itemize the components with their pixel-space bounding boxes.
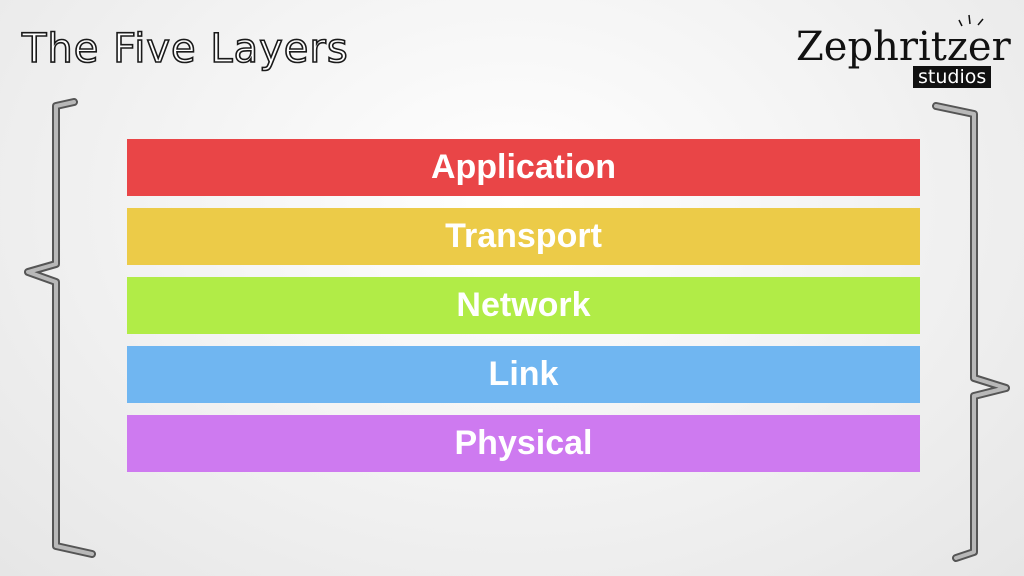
left-brace-icon — [24, 98, 96, 558]
layer-link: Link — [127, 346, 920, 403]
layer-label: Application — [430, 148, 617, 186]
layer-physical: Physical — [127, 415, 920, 472]
slide-title: The Five Layers — [21, 25, 349, 73]
layer-network: Network — [127, 277, 920, 334]
logo-spark-icon — [958, 14, 984, 27]
layer-label: Transport — [445, 217, 602, 255]
layer-stack: Application Transport Network Link Physi… — [127, 139, 920, 484]
layer-label: Link — [488, 355, 559, 393]
brand-logo: Zephritzer studios — [792, 14, 1011, 90]
layer-label: Physical — [454, 424, 593, 462]
layer-transport: Transport — [127, 208, 920, 265]
logo-wordmark: Zephritzer — [796, 24, 1011, 70]
layer-application: Application — [127, 139, 920, 196]
logo-subtitle: studios — [913, 66, 992, 88]
right-brace-icon — [932, 102, 1010, 562]
layer-label: Network — [456, 286, 591, 324]
